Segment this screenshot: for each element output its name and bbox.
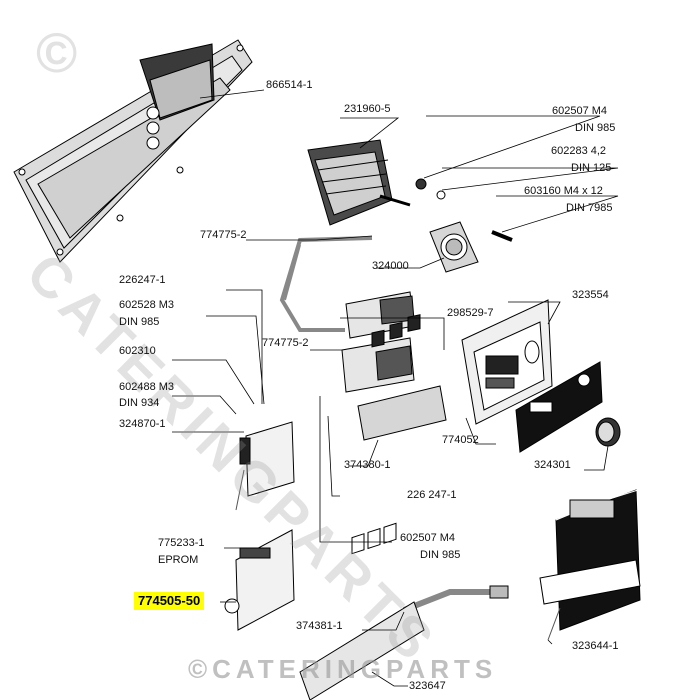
label-774052: 774052 — [442, 434, 479, 446]
label-226247-a: 226247-1 — [119, 274, 166, 286]
label-602507-a-num: 602507 M4 — [552, 105, 608, 117]
label-226247-b: 226 247-1 — [407, 489, 457, 501]
label-774775-a: 774775-2 — [200, 229, 247, 241]
wire-774775-b — [284, 244, 301, 301]
screw-603160 — [491, 230, 513, 242]
label-602528-din: DIN 985 — [119, 316, 160, 328]
label-324870: 324870-1 — [119, 418, 166, 430]
socket-324000 — [429, 221, 479, 273]
washer-602283 — [436, 190, 446, 200]
copyright-footer: ©CATERINGPARTS — [188, 654, 498, 684]
label-602310: 602310 — [119, 345, 156, 357]
keypad-374380 — [357, 314, 447, 441]
transformer-323644 — [539, 489, 641, 641]
label-602488-num: 602488 M3 — [119, 381, 175, 393]
label-603160-num: 603160 M4 x 12 — [524, 185, 603, 197]
label-602507-b-din: DIN 985 — [420, 549, 461, 561]
label-774775-b: 774775-2 — [262, 337, 309, 349]
knob-324301 — [595, 417, 621, 447]
label-231960: 231960-5 — [344, 103, 391, 115]
faceplate-866514 — [13, 39, 253, 263]
label-323644: 323644-1 — [572, 640, 619, 652]
label-775233: 775233-1 — [158, 537, 205, 549]
label-323554: 323554 — [572, 289, 609, 301]
display-module-lower — [341, 337, 415, 393]
label-323647: 323647 — [409, 680, 446, 692]
board-324870 — [235, 421, 295, 511]
highlight-label-774505: 774505-50 — [134, 592, 205, 610]
label-602283-din: DIN 125 — [571, 162, 612, 174]
overlay-774052 — [515, 361, 603, 453]
panel-323554 — [461, 299, 553, 425]
label-866514: 866514-1 — [266, 79, 313, 91]
label-602528-num: 602528 M3 — [119, 299, 175, 311]
cable-374381 — [402, 585, 509, 613]
leader-lines — [172, 89, 619, 687]
label-374381: 374381-1 — [296, 620, 343, 632]
label-602507-b-num: 602507 M4 — [400, 532, 456, 544]
label-603160-din: DIN 7985 — [566, 202, 613, 214]
board-774505 — [224, 529, 295, 631]
label-602488-din: DIN 934 — [119, 397, 160, 409]
label-298529: 298529-7 — [447, 307, 494, 319]
label-602283-num: 602283 4,2 — [551, 145, 607, 157]
label-324000: 324000 — [372, 260, 409, 272]
switch-231960 — [307, 139, 411, 226]
keypad-323647 — [299, 522, 425, 700]
label-374380: 374380-1 — [344, 459, 391, 471]
nut-602507-a — [415, 178, 427, 190]
label-324301: 324301 — [534, 459, 571, 471]
label-602507-a-din: DIN 985 — [575, 122, 616, 134]
label-775233-eprom: EPROM — [158, 554, 199, 566]
